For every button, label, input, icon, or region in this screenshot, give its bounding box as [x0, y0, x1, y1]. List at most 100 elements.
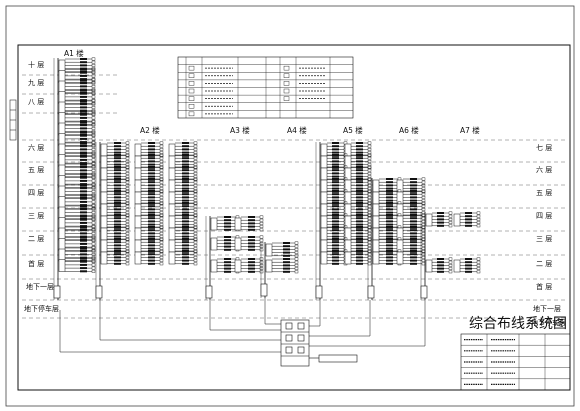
cable-tag: [248, 242, 255, 245]
cable-tag: [182, 253, 189, 256]
cable-tag: [148, 172, 155, 175]
cable-tag: [356, 193, 363, 196]
outlet: [159, 237, 164, 241]
outlet: [193, 153, 198, 157]
outlet: [259, 241, 264, 245]
legend-symbol: [188, 65, 195, 71]
floor-label-right: 三 层: [536, 235, 552, 243]
cable-tag: [80, 190, 87, 193]
building-labels: A1 楼 A2 楼 A3 楼 A4 楼 A5 楼 A6 楼 A7 楼: [64, 48, 480, 135]
outlet: [159, 187, 164, 190]
cable-tag: [148, 220, 155, 223]
cable-tag: [332, 229, 339, 232]
cable-tag: [80, 176, 87, 179]
cable-tag: [332, 232, 339, 235]
outlet: [159, 171, 164, 175]
floor-distributor: [58, 59, 66, 73]
floor-distributor: [168, 215, 176, 229]
outlet: [91, 60, 96, 64]
cable-tag: [80, 211, 87, 214]
outlet: [91, 263, 96, 267]
building-label-a2: A2 楼: [140, 125, 160, 135]
cable-tag: [356, 172, 363, 175]
floor-distributor: [344, 155, 352, 169]
cable-tag: [386, 187, 393, 190]
cable-tag: [248, 248, 255, 251]
outlet: [367, 159, 372, 163]
floor-distributor: [168, 155, 176, 169]
outlet-block: [396, 249, 426, 266]
cable-tag: [114, 148, 121, 151]
outlet: [91, 210, 96, 214]
cable-tag: [356, 253, 363, 256]
cable-tag: [248, 219, 255, 222]
cable-tag: [465, 215, 472, 218]
cable-tag: [182, 259, 189, 262]
outlet: [259, 225, 264, 228]
outlet: [91, 119, 96, 123]
outlet: [193, 235, 198, 238]
cable-tag: [356, 250, 363, 252]
outlet: [159, 204, 164, 208]
cable-tag: [224, 270, 231, 273]
cable-tag: [248, 264, 255, 267]
outlet: [421, 213, 426, 217]
outlet: [193, 214, 198, 218]
cable-tag: [182, 178, 189, 180]
cable-tag: [386, 250, 393, 252]
floor-distributor: [58, 133, 66, 146]
floor-label-left: 六 层: [28, 143, 44, 152]
outlet: [159, 159, 164, 163]
cable-tag: [114, 205, 121, 208]
cable-tag: [80, 79, 87, 81]
outlet: [125, 189, 130, 193]
outlet: [476, 264, 481, 267]
cable-tag: [224, 239, 231, 242]
cable-tag: [283, 258, 290, 260]
outlet: [367, 166, 372, 170]
cable-tag: [148, 190, 155, 192]
right-floor-labels: 七 层 六 层 五 层 四 层 三 层 二 层 首 层 地下一层 地下停车层: [531, 143, 566, 327]
outlet: [448, 270, 453, 274]
cable-tag: [332, 238, 339, 240]
outlet: [193, 238, 198, 242]
backbone-lines: [59, 298, 426, 353]
outlet: [476, 267, 481, 270]
cable-tag: [410, 208, 417, 211]
cable-tag: [437, 212, 444, 214]
floor-distributor: [58, 91, 66, 104]
legend-symbol: [188, 111, 195, 117]
outlet: [367, 183, 372, 187]
cable-tag: [114, 160, 121, 163]
outlet: [159, 228, 164, 232]
legend-symbol: [188, 73, 195, 78]
outlet: [193, 259, 198, 262]
outlet: [159, 231, 164, 235]
floor-distributor: [58, 70, 66, 83]
legend-symbol: [188, 104, 195, 109]
cable-tag: [182, 154, 189, 156]
outlet-block: [320, 153, 348, 170]
cable-tag: [80, 169, 87, 172]
cable-tag: [148, 214, 155, 216]
floor-distributor: [265, 243, 273, 257]
outlet: [125, 262, 130, 266]
outlet: [367, 204, 372, 208]
outlet: [193, 141, 198, 145]
outlet: [476, 260, 481, 264]
cable-tag: [356, 190, 363, 192]
outlet: [125, 223, 130, 226]
outlet-block: [344, 249, 372, 266]
building-distributor: [315, 285, 323, 299]
cable-tag: [332, 172, 339, 175]
building-distributor: [53, 285, 61, 299]
outlet: [125, 228, 130, 232]
cable-tag: [465, 264, 472, 267]
cable-tag: [80, 134, 87, 137]
cable-tag: [182, 226, 189, 228]
cable-tag: [332, 202, 339, 204]
outlet: [125, 156, 130, 160]
cable-tag: [465, 270, 472, 273]
outlet: [125, 177, 130, 181]
cable-tag: [182, 244, 189, 247]
